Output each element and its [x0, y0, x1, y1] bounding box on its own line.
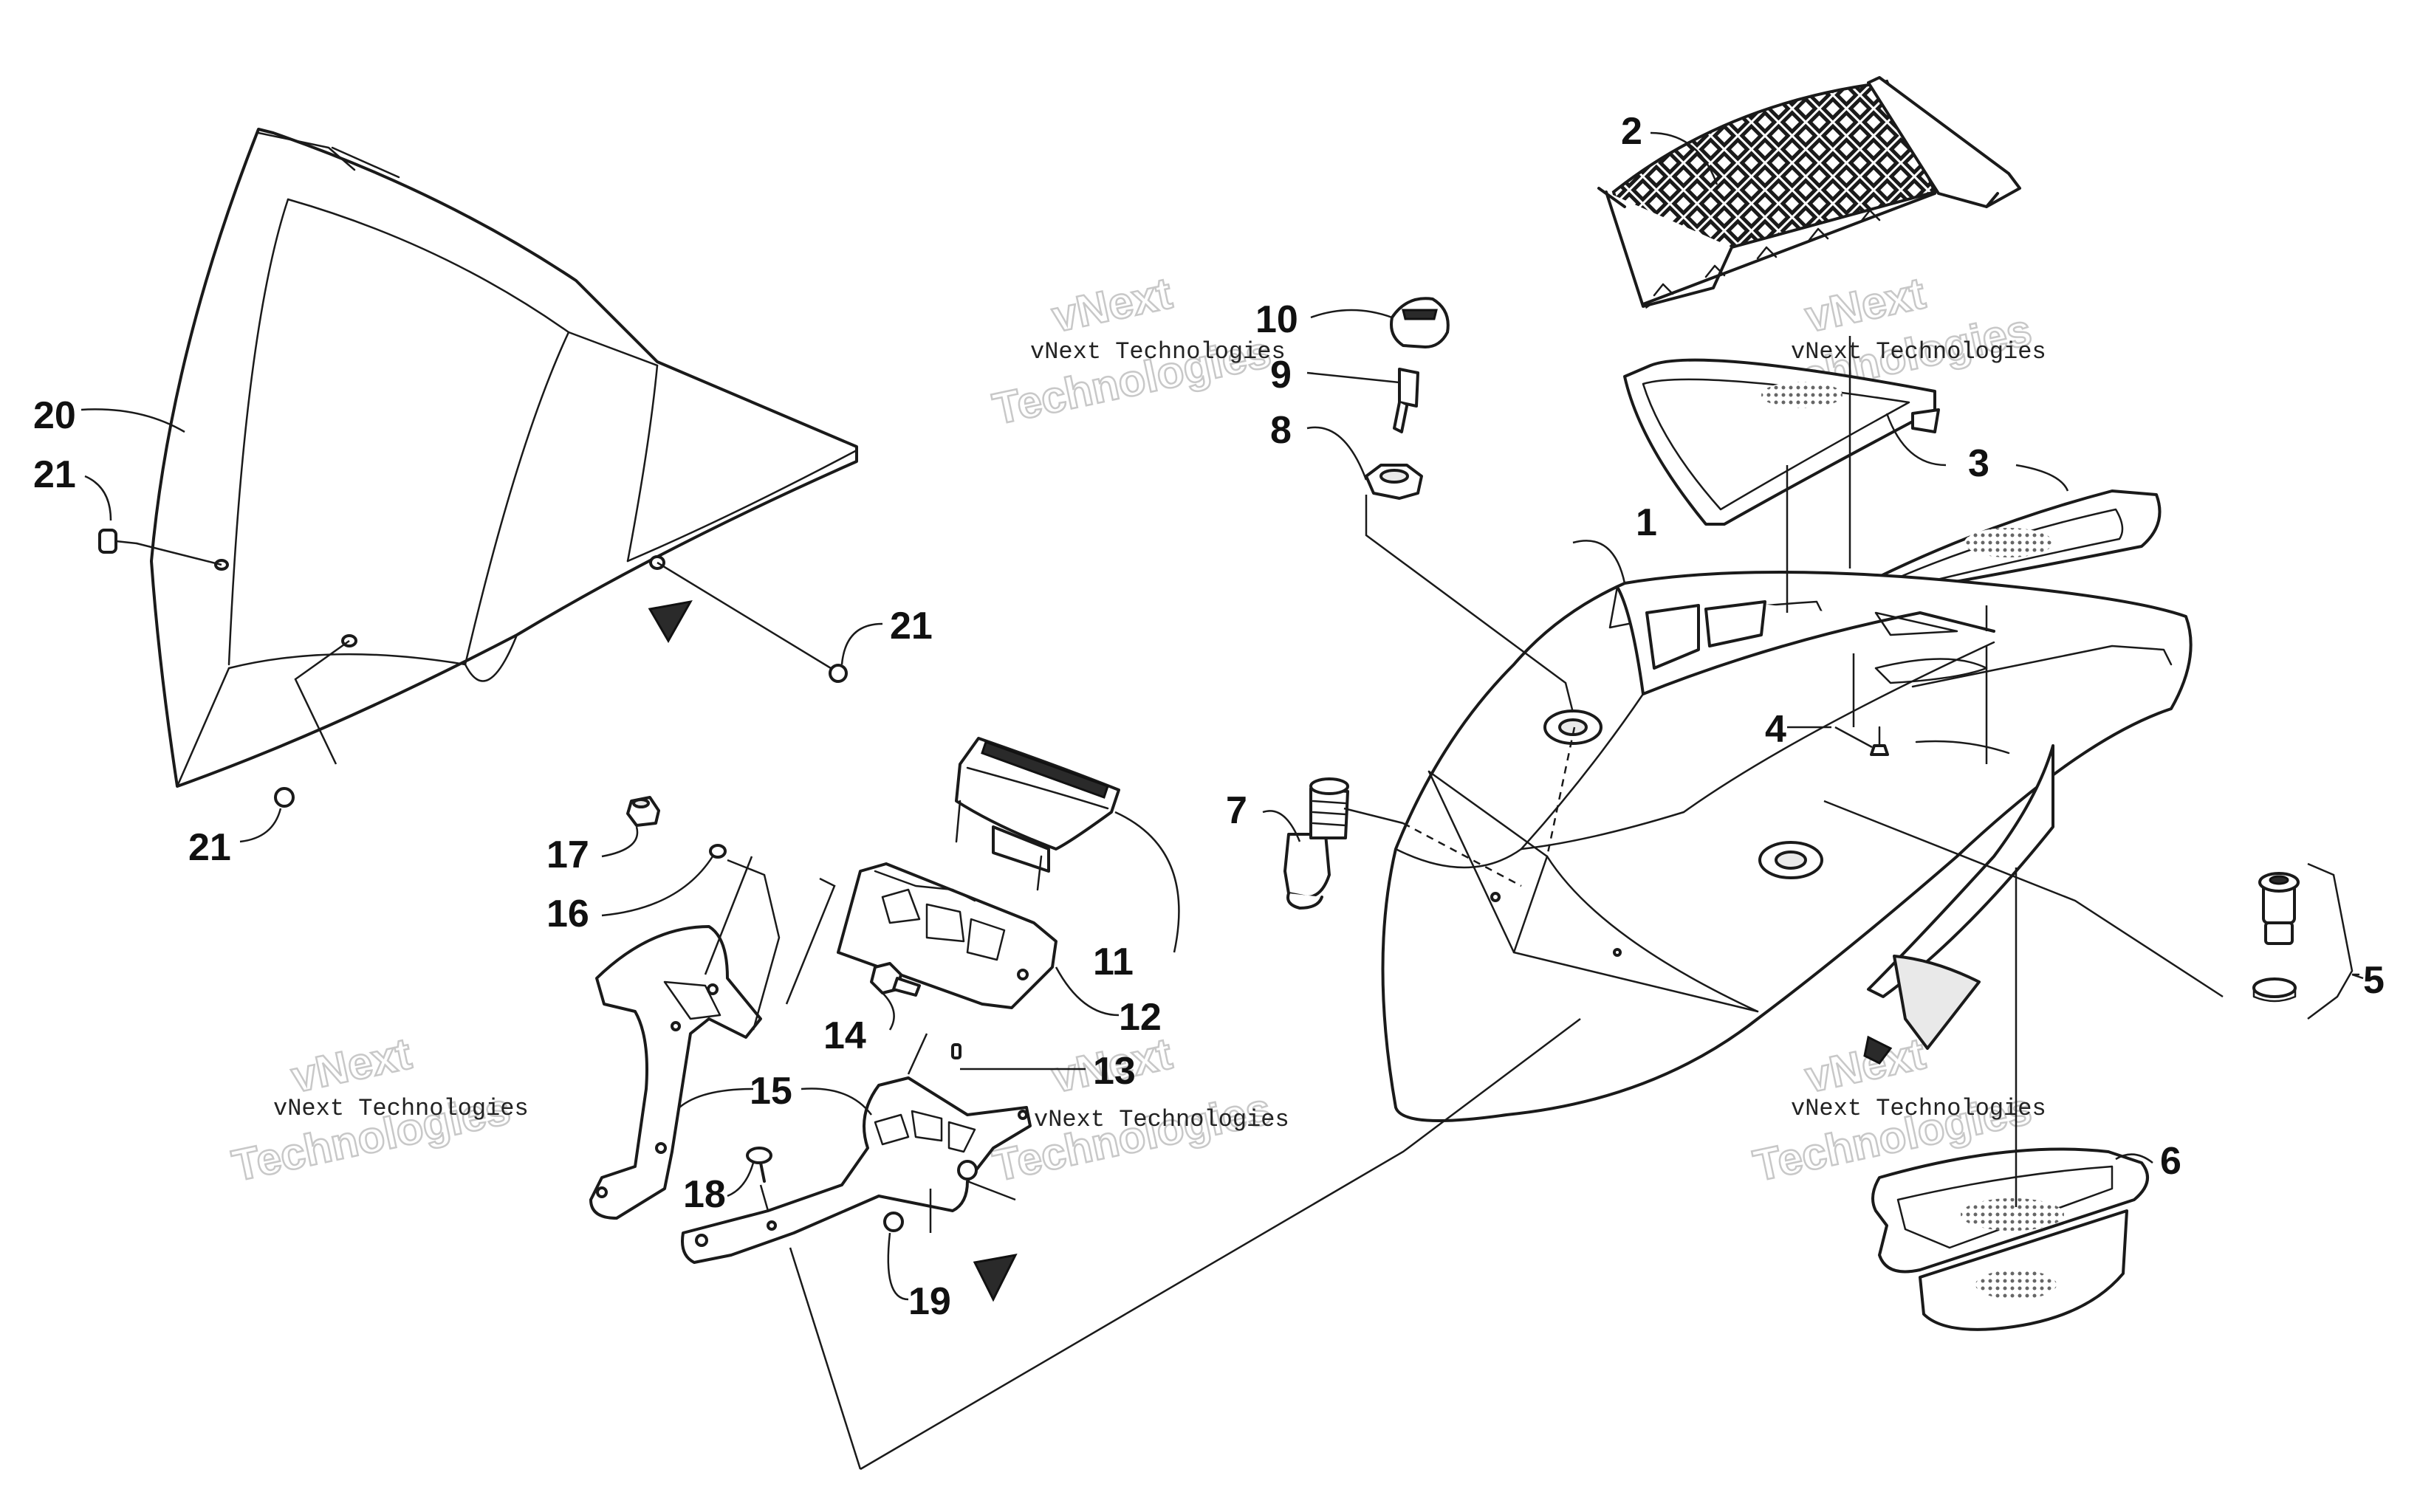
callout-4: 4	[1765, 708, 1786, 751]
callout-2: 2	[1621, 110, 1642, 153]
key-9	[1393, 368, 1419, 433]
cap-10	[1390, 297, 1450, 348]
screw-21-bottom	[274, 639, 350, 808]
callout-labels: 1 2 3 4 5 6 7 8 9 10 11 12 13 14 15 16 1…	[33, 110, 2385, 1323]
callout-6: 6	[2160, 1140, 2181, 1183]
callout-5: 5	[2363, 959, 2385, 1002]
mount-bracket-15b	[681, 1076, 1032, 1302]
watermark-brand-line2: Technologies	[989, 1084, 1275, 1191]
mount-bracket-15a	[589, 925, 762, 1220]
watermark-company: vNext Technologies	[1791, 1095, 2046, 1122]
callout-10: 10	[1255, 298, 1298, 341]
pin-13	[951, 1043, 962, 1059]
callout-21-bottom: 21	[188, 826, 231, 869]
callout-1: 1	[1636, 501, 1657, 544]
mesh-basket	[1597, 76, 2021, 309]
watermark-company: vNext Technologies	[1030, 338, 1286, 365]
callout-17: 17	[546, 834, 589, 876]
gauge-11	[955, 737, 1120, 891]
insert-3-upper	[1623, 358, 1940, 526]
callout-8: 8	[1270, 409, 1292, 452]
callout-16: 16	[546, 893, 589, 935]
windshield	[150, 128, 858, 788]
callout-11: 11	[1093, 941, 1134, 983]
leader-lines	[80, 131, 2359, 1301]
screw-18	[746, 1147, 772, 1183]
callout-21-right: 21	[890, 605, 933, 647]
watermark-brand-line1: vNext	[287, 1028, 416, 1102]
watermark-4: vNext Technologies vNext Technologies	[227, 1028, 529, 1192]
watermark-2: vNext Technologies vNext Technologies	[988, 267, 1286, 435]
callout-12: 12	[1119, 996, 1162, 1039]
ignition-switch-7	[1283, 777, 1349, 910]
callout-3: 3	[1968, 442, 1989, 485]
watermark-company: vNext Technologies	[1791, 338, 2046, 365]
callout-13: 13	[1093, 1050, 1136, 1093]
watermark-5: vNext Technologies vNext Technologies	[988, 1028, 1289, 1192]
watermark-company: vNext Technologies	[273, 1095, 529, 1122]
watermark-3: vNext Technologies vNext Technologies	[1749, 267, 2046, 413]
callout-20: 20	[33, 394, 76, 437]
callout-7: 7	[1226, 789, 1247, 832]
screw-21-left	[98, 529, 222, 566]
washer-16	[709, 844, 727, 859]
callout-21-left: 21	[33, 453, 76, 496]
nut-8	[1365, 464, 1423, 500]
bracket-12	[837, 862, 1058, 1009]
screw-21-right	[657, 561, 848, 683]
socket-5	[2252, 862, 2364, 1020]
nut-17	[626, 796, 660, 827]
callout-15: 15	[750, 1070, 792, 1113]
callout-9: 9	[1270, 354, 1292, 396]
bolt-14	[870, 962, 921, 997]
screw-4	[1834, 726, 1889, 756]
mat-6	[1871, 1147, 2149, 1331]
hood	[1381, 571, 2193, 1122]
callout-19: 19	[908, 1280, 951, 1323]
watermark-brand-line1: vNext	[1801, 1028, 1930, 1102]
assembly-lines	[704, 336, 2224, 1471]
watermark-brand-line1: vNext	[1048, 268, 1176, 342]
callout-14: 14	[823, 1014, 866, 1057]
nut-19	[883, 1212, 904, 1232]
callout-18: 18	[683, 1173, 726, 1216]
watermark-company: vNext Technologies	[1034, 1106, 1289, 1133]
